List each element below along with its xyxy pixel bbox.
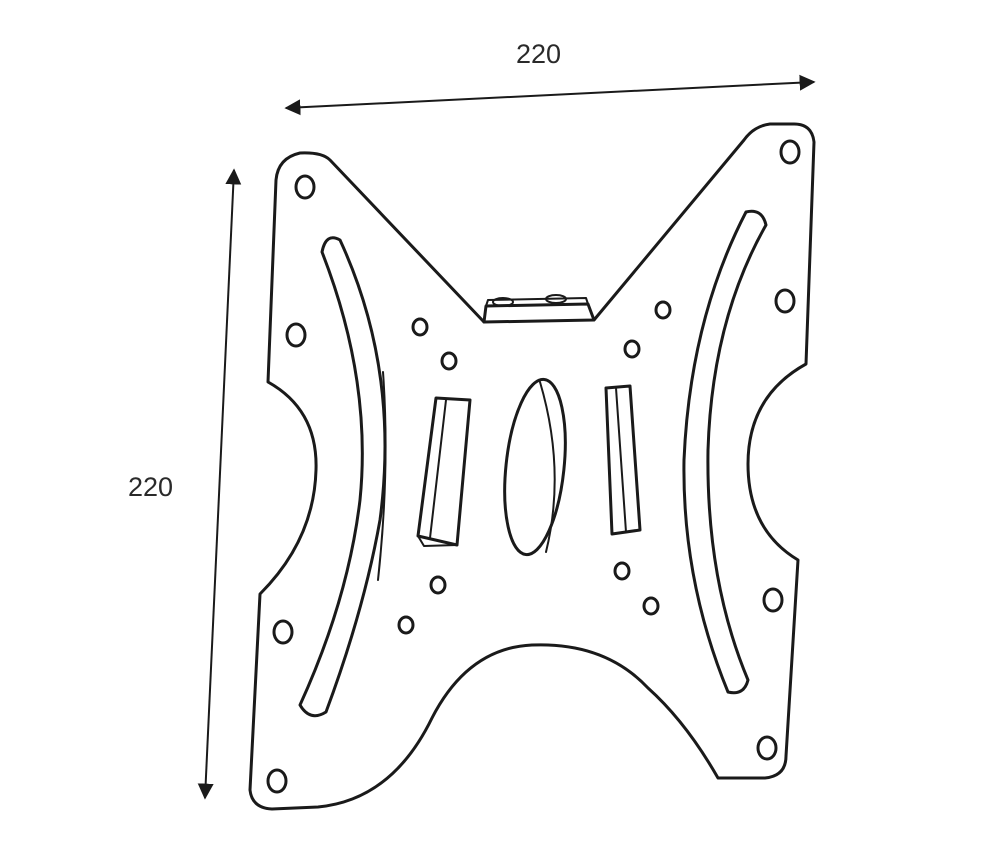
top-hinge-bracket (482, 294, 596, 324)
left-flange-edge (377, 371, 387, 581)
inner-hole-3 (654, 300, 672, 320)
right-rectangular-slot (604, 384, 642, 536)
edge-hole-right-lower (762, 587, 784, 613)
height-dimension-label: 220 (128, 472, 174, 502)
inner-hole-6 (397, 615, 415, 635)
inner-hole-1 (411, 317, 429, 337)
corner-hole-bottom-left (266, 768, 288, 794)
width-dimension-label: 220 (516, 39, 562, 69)
left-rectangular-slot (416, 396, 472, 547)
height-dimension-line (197, 168, 242, 800)
inner-hole-7 (613, 561, 631, 581)
inner-hole-8 (642, 596, 660, 616)
width-dimension-line (284, 74, 816, 116)
inner-hole-4 (623, 339, 641, 359)
right-curved-slot (682, 209, 768, 695)
edge-hole-left-lower (272, 619, 294, 645)
corner-hole-bottom-right (756, 735, 778, 761)
center-oval-slot (503, 377, 567, 557)
edge-hole-right-upper (774, 288, 796, 314)
left-curved-slot (298, 236, 387, 718)
inner-hole-2 (440, 351, 458, 371)
inner-hole-5 (429, 575, 447, 595)
edge-hole-left-upper (285, 322, 307, 348)
corner-hole-top-right (779, 139, 801, 165)
corner-hole-top-left (294, 174, 316, 200)
mounting-plate-outline (248, 122, 816, 811)
